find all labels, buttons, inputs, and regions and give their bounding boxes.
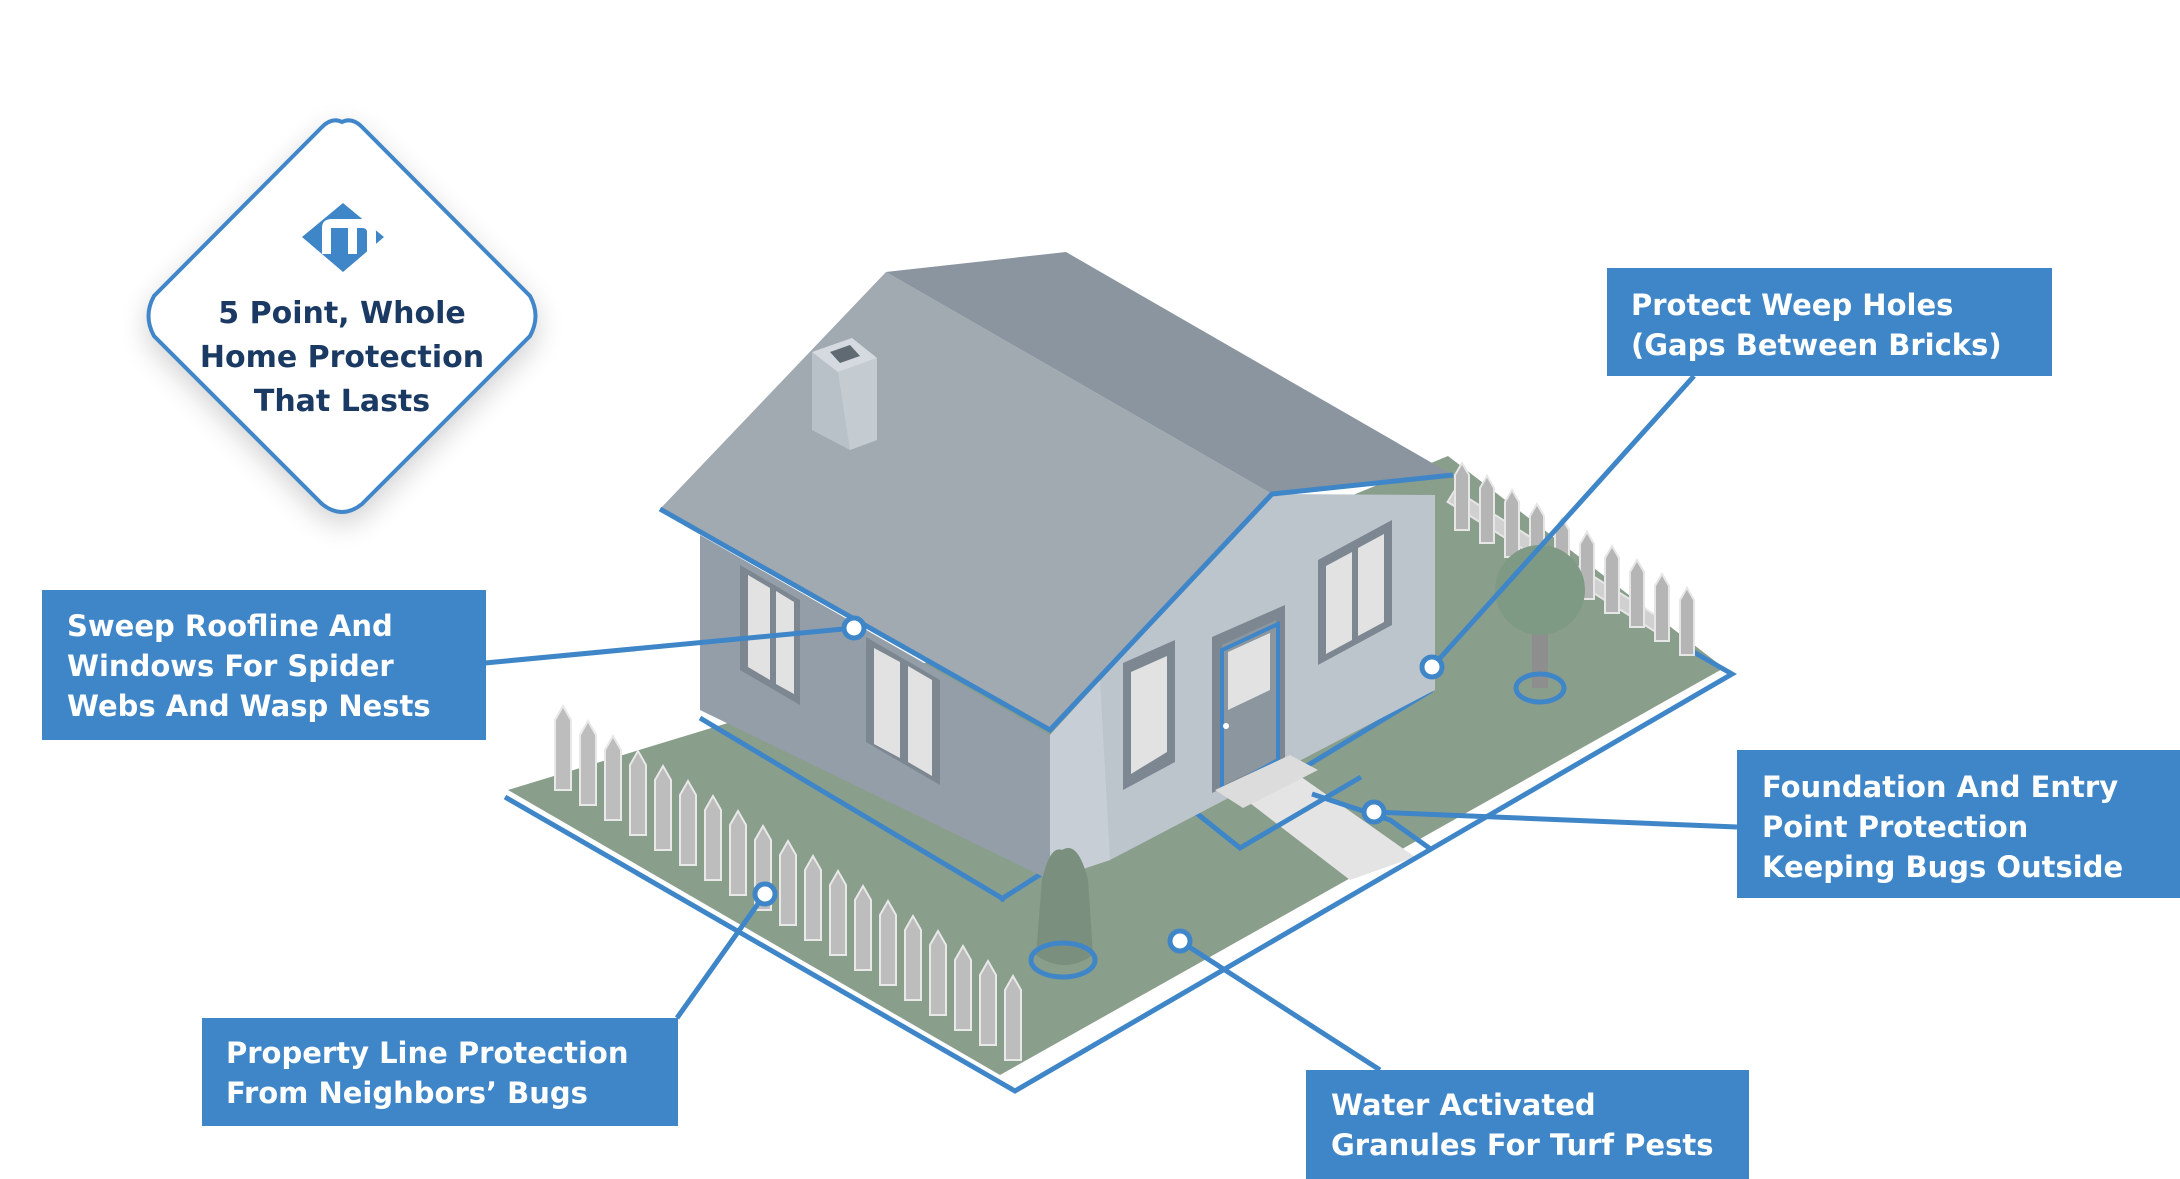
callout-turf: Water Activated Granules For Turf Pests bbox=[1306, 1070, 1749, 1179]
roof-right-plane bbox=[886, 252, 1453, 494]
callout-text: Property Line Protection bbox=[226, 1036, 629, 1070]
connector-turf bbox=[1178, 938, 1382, 1073]
callout-text: Protect Weep Holes bbox=[1631, 288, 1954, 322]
badge-diamond bbox=[146, 118, 538, 514]
dot-roofline[interactable] bbox=[841, 615, 867, 641]
callout-roofline: Sweep Roofline And Windows For Spider We… bbox=[42, 590, 486, 740]
badge-title-line: Home Protection bbox=[199, 340, 485, 375]
door bbox=[1212, 605, 1318, 808]
badge-title-line: 5 Point, Whole bbox=[218, 296, 466, 331]
callout-text: (Gaps Between Bricks) bbox=[1631, 328, 2002, 362]
property-line-outline bbox=[503, 647, 1738, 1094]
foundation-line-right bbox=[1298, 687, 1434, 773]
dot-property-line[interactable] bbox=[752, 881, 778, 907]
window bbox=[1123, 640, 1175, 790]
chimney bbox=[812, 338, 877, 450]
callout-foundation: Foundation And Entry Point Protection Ke… bbox=[1737, 750, 2180, 898]
badge-title: 5 Point, Whole Home Protection That Last… bbox=[182, 292, 502, 424]
callout-text: Webs And Wasp Nests bbox=[67, 689, 431, 723]
dot-foundation[interactable] bbox=[1361, 799, 1387, 825]
front-fence bbox=[554, 703, 1022, 1061]
house bbox=[658, 252, 1454, 880]
m-logo-icon bbox=[302, 203, 384, 272]
connector-foundation bbox=[1373, 809, 1738, 830]
connector-roofline bbox=[484, 625, 855, 666]
callout-property-line: Property Line Protection From Neighbors’… bbox=[202, 1018, 678, 1126]
foundation-line-side bbox=[1311, 791, 1434, 853]
connectors bbox=[484, 374, 1738, 1073]
window bbox=[866, 637, 940, 785]
connector-dots bbox=[752, 615, 1445, 954]
callout-text: Water Activated bbox=[1331, 1088, 1596, 1122]
callout-text: Foundation And Entry bbox=[1762, 770, 2119, 804]
foundation-line-left bbox=[698, 715, 1007, 903]
bush bbox=[1028, 848, 1098, 980]
callout-text: Point Protection bbox=[1762, 810, 2029, 844]
dot-weep-holes[interactable] bbox=[1419, 654, 1445, 680]
connector-property-line bbox=[674, 892, 768, 1020]
callout-text: Windows For Spider bbox=[67, 649, 394, 683]
connector-weep-holes bbox=[1430, 374, 1696, 669]
window bbox=[1318, 520, 1392, 665]
callout-text: From Neighbors’ Bugs bbox=[226, 1076, 588, 1110]
callout-text: Keeping Bugs Outside bbox=[1762, 850, 2124, 884]
dot-turf[interactable] bbox=[1167, 928, 1193, 954]
callout-text: Granules For Turf Pests bbox=[1331, 1128, 1714, 1162]
callout-weep-holes: Protect Weep Holes (Gaps Between Bricks) bbox=[1607, 268, 2052, 376]
badge bbox=[146, 118, 538, 514]
tree bbox=[1495, 545, 1585, 705]
callout-text: Sweep Roofline And bbox=[67, 609, 393, 643]
badge-title-line: That Lasts bbox=[253, 384, 431, 419]
